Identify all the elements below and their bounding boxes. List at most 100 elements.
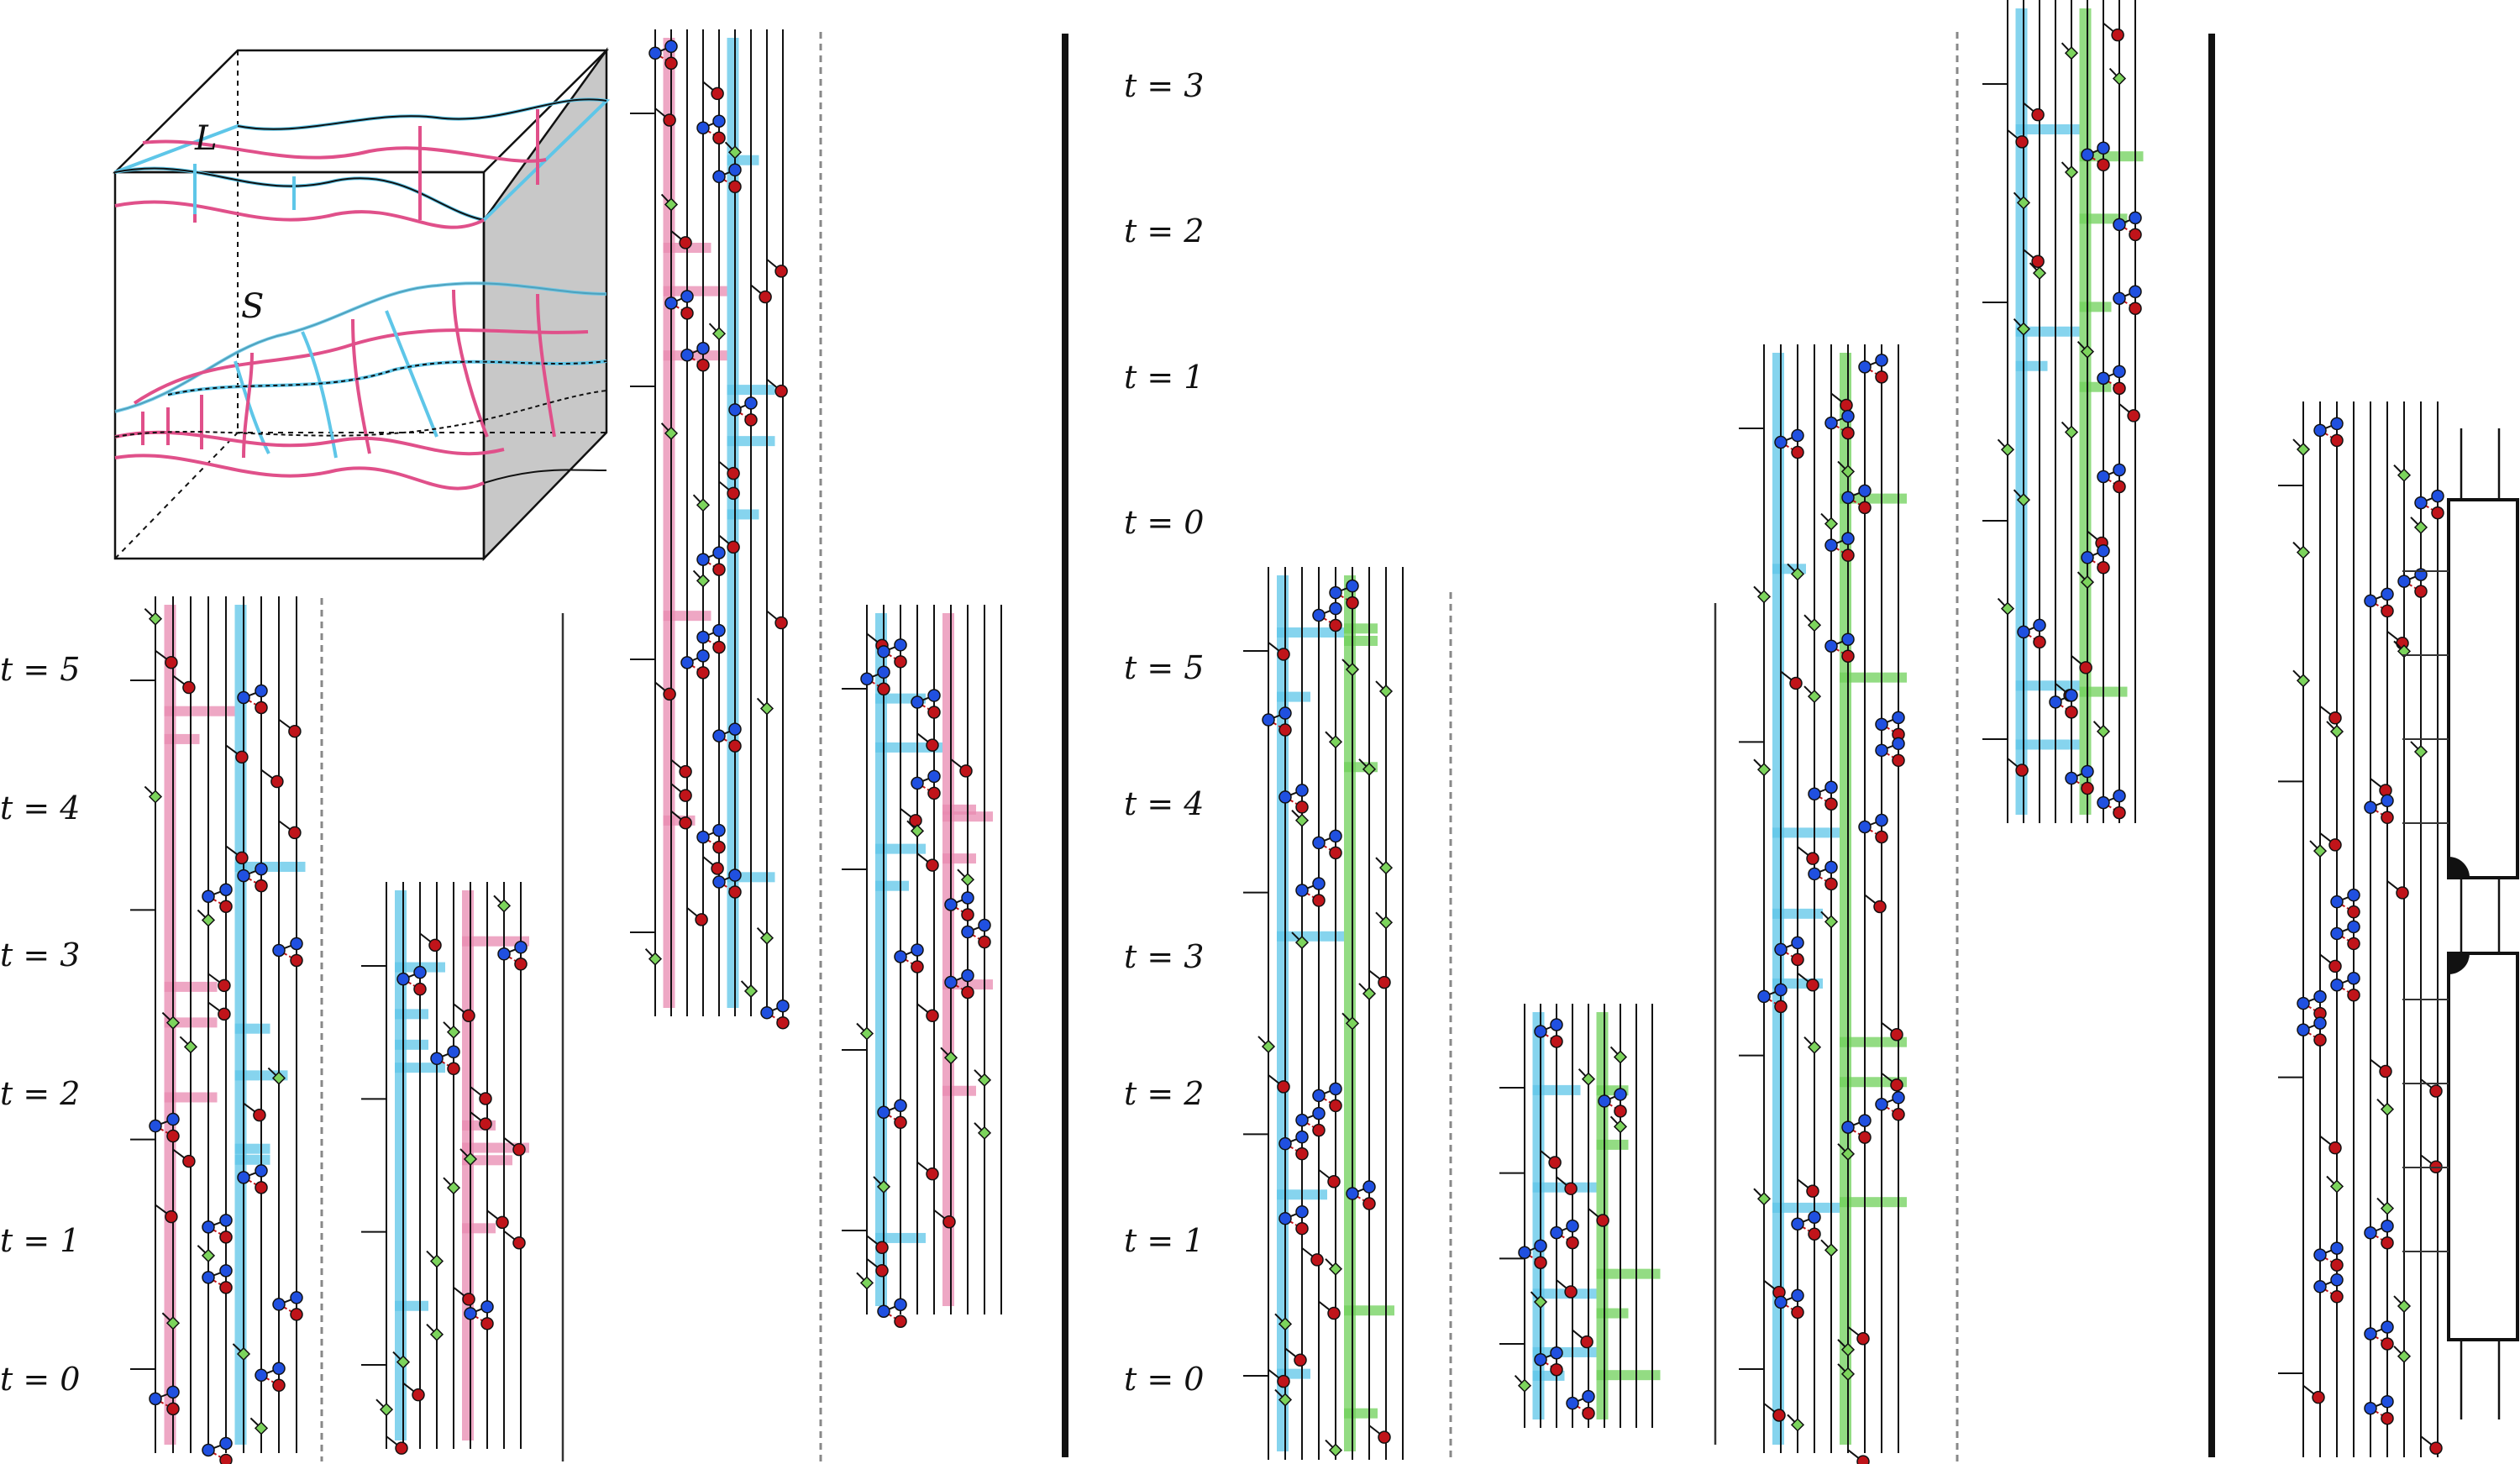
- x-spider-node: [2297, 1023, 2310, 1036]
- green-diamond-node: [876, 1179, 891, 1194]
- stabilizer-columns: [130, 0, 2444, 1464]
- x-spider-node: [1329, 1082, 1342, 1096]
- x-spider-node: [2347, 888, 2360, 902]
- x-spider-node: [894, 638, 907, 652]
- z-spider-node: [512, 1236, 526, 1250]
- x-spider-node: [1362, 1180, 1376, 1194]
- z-spider-node: [462, 1009, 475, 1023]
- z-spider-node: [1295, 1221, 1309, 1236]
- x-spider-node: [728, 722, 742, 736]
- highlight-connector: [1840, 1036, 1907, 1047]
- x-spider-node: [1614, 1088, 1627, 1101]
- z-spider-node: [1378, 975, 1391, 989]
- z-spider-node: [447, 1062, 460, 1076]
- green-diamond-node: [2112, 71, 2127, 86]
- x-spider-node: [237, 690, 250, 705]
- green-diamond-node: [2380, 1201, 2395, 1215]
- x-spider-node: [744, 396, 758, 410]
- z-spider-node: [1566, 1236, 1579, 1250]
- z-spider-node: [926, 858, 939, 872]
- highlight-connector: [2015, 680, 2080, 691]
- highlight-connector: [2015, 123, 2080, 134]
- x-spider-node: [2381, 1320, 2394, 1334]
- x-spider-node: [712, 546, 726, 559]
- x-spider-node: [290, 937, 303, 951]
- z-spider-node: [290, 1308, 303, 1321]
- highlight-connector: [727, 155, 759, 165]
- z-spider-node: [1890, 1078, 1903, 1092]
- highlight-connector: [1772, 827, 1840, 838]
- x-spider-node: [1329, 601, 1342, 616]
- z-spider-node: [926, 738, 939, 752]
- z-spider-node: [1806, 978, 1819, 992]
- x-spider-node: [1534, 1025, 1547, 1038]
- x-spider-node: [1808, 1210, 1821, 1224]
- z-spider-node: [926, 1009, 939, 1023]
- x-spider-node: [1312, 877, 1326, 890]
- x-spider-node: [1582, 1389, 1595, 1404]
- green-diamond-node: [1328, 1262, 1343, 1276]
- z-spider-node: [2381, 604, 2394, 618]
- z-spider-node: [1548, 1156, 1562, 1169]
- x-spider-node: [202, 889, 215, 903]
- z-spider-node: [1808, 1227, 1821, 1241]
- z-spider-node: [1329, 1099, 1342, 1113]
- z-spider-node: [1824, 797, 1838, 811]
- x-spider-node: [1808, 787, 1821, 800]
- x-spider-node: [696, 553, 710, 566]
- green-diamond-node: [2016, 493, 2031, 507]
- z-spider-node: [664, 56, 678, 71]
- x-spider-node: [1824, 639, 1838, 653]
- z-spider-node: [679, 764, 692, 779]
- x-spider-node: [219, 1214, 233, 1227]
- x-spider-node: [1278, 1211, 1292, 1225]
- z-spider-node: [1580, 1335, 1593, 1349]
- z-spider-node: [512, 1142, 526, 1157]
- x-spider-node: [255, 862, 268, 876]
- z-spider-node: [2381, 1411, 2394, 1425]
- x-spider-node: [680, 290, 694, 303]
- x-spider-node: [1312, 608, 1326, 622]
- x-spider-node: [1841, 632, 1855, 646]
- x-spider-node: [1295, 884, 1309, 897]
- z-spider-node: [774, 616, 788, 630]
- green-diamond-node: [1756, 590, 1772, 604]
- z-spider-node: [1791, 445, 1804, 459]
- z-spider-node: [219, 1453, 233, 1464]
- z-spider-node: [727, 486, 740, 501]
- z-spider-node: [961, 985, 974, 1000]
- x-spider-node: [1841, 532, 1855, 545]
- highlight-band: [942, 613, 954, 1306]
- green-diamond-node: [2016, 322, 2031, 336]
- x-spider-node: [2381, 1394, 2394, 1409]
- z-spider-node: [1277, 1374, 1290, 1388]
- cube-front-face: [113, 171, 486, 560]
- x-spider-node: [1295, 784, 1309, 797]
- x-spider-node: [1278, 1136, 1292, 1151]
- z-spider-node: [1278, 723, 1292, 737]
- z-spider-node: [959, 764, 973, 778]
- stabilizer-column: [1739, 344, 1907, 1464]
- green-diamond-node: [696, 574, 711, 588]
- green-diamond-node: [1840, 1147, 1856, 1161]
- x-spider-node: [728, 403, 742, 417]
- z-spider-node: [1312, 894, 1326, 907]
- x-spider-node: [464, 1307, 477, 1320]
- x-spider-node: [680, 349, 694, 362]
- green-diamond-node: [2413, 744, 2428, 759]
- x-spider-node: [2097, 371, 2110, 386]
- z-spider-node: [1550, 1362, 1563, 1377]
- time-label: t = 5: [1124, 649, 1204, 686]
- x-spider-node: [2081, 148, 2094, 162]
- green-diamond-node: [711, 327, 727, 341]
- z-spider-node: [711, 87, 724, 101]
- green-diamond-node: [2397, 1349, 2412, 1363]
- stabilizer-column: [842, 605, 1002, 1328]
- z-spider-node: [479, 1117, 492, 1131]
- z-spider-node: [219, 1230, 233, 1244]
- x-spider-node: [497, 947, 511, 961]
- z-spider-node: [182, 680, 196, 695]
- z-spider-node: [2079, 661, 2092, 674]
- x-spider-node: [1295, 1130, 1309, 1144]
- z-spider-node: [2381, 1236, 2394, 1250]
